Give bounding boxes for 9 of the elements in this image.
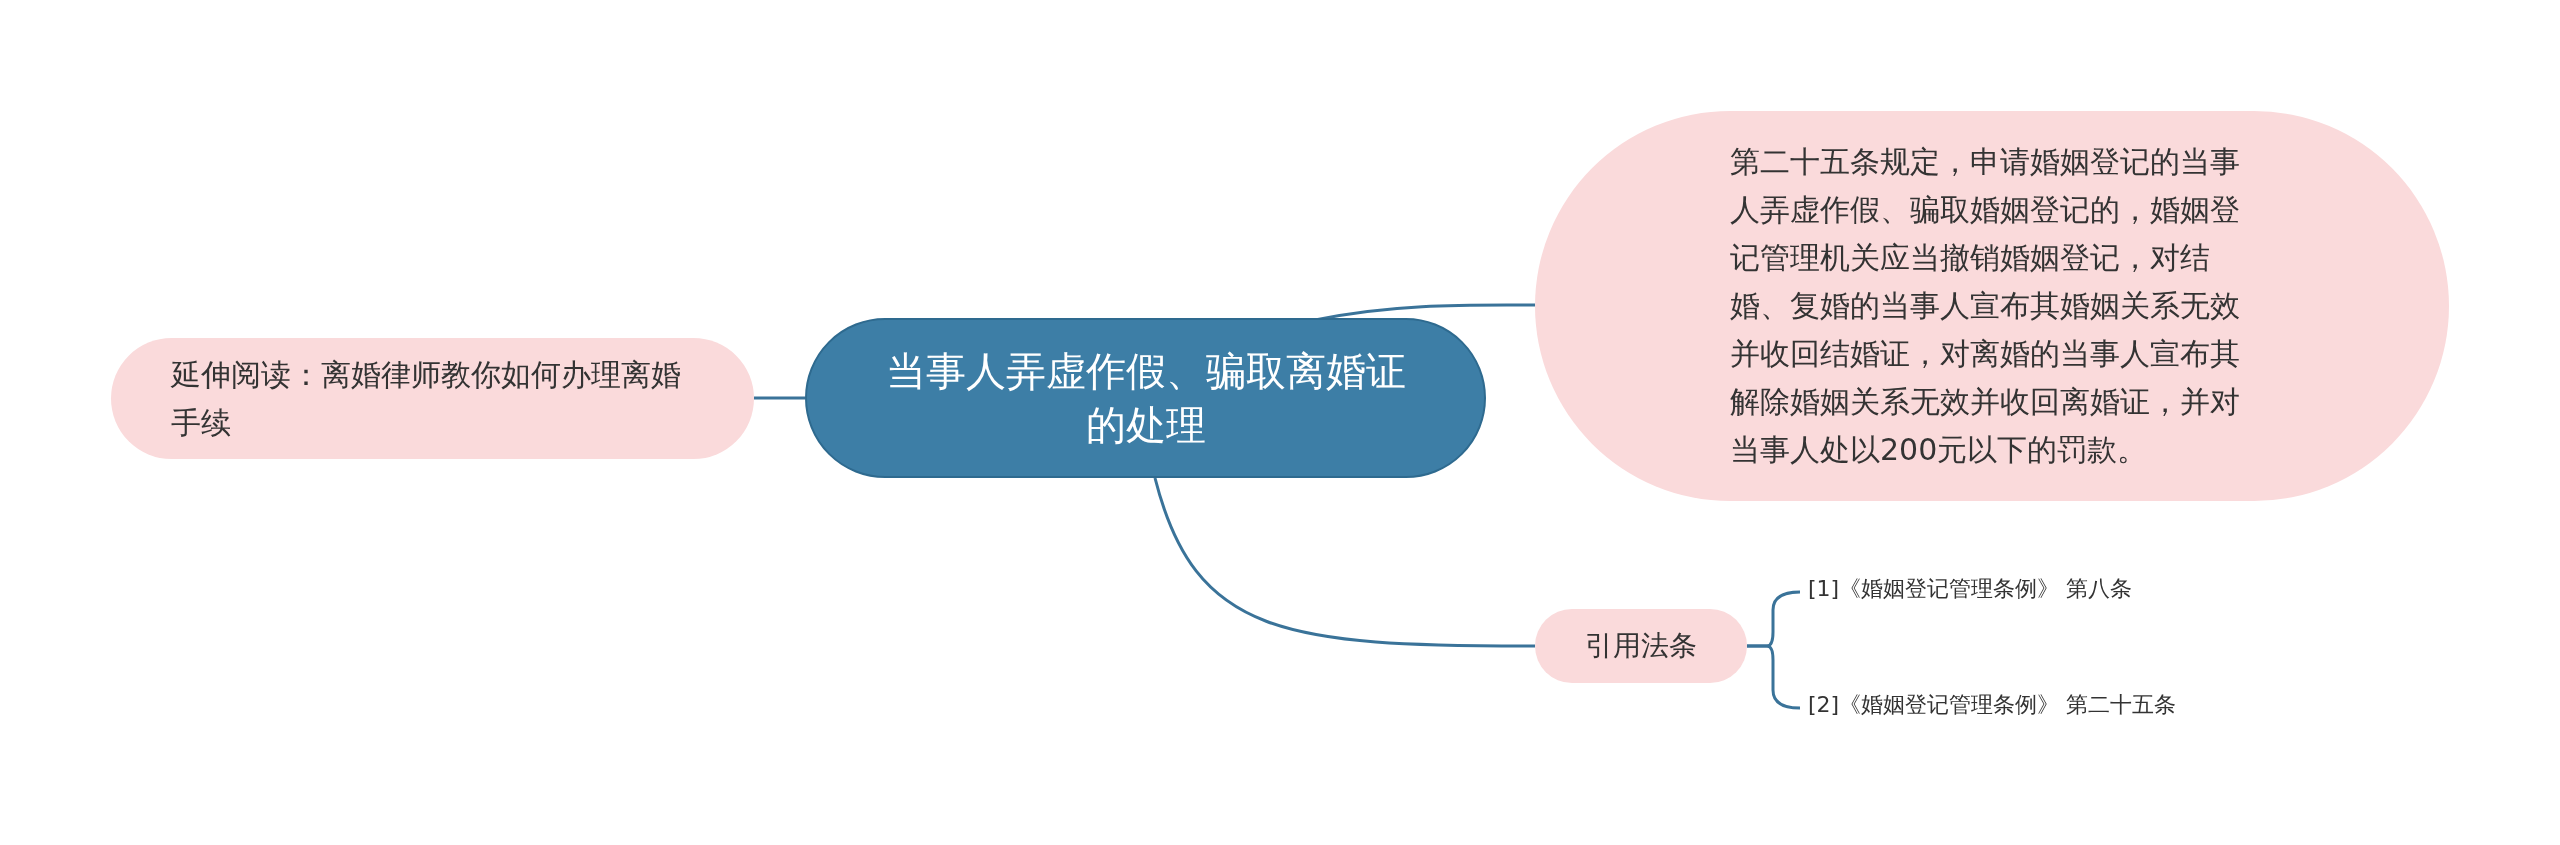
citation-text: [1]《婚姻登记管理条例》 第八条 <box>1808 574 2133 603</box>
citation-text: [2]《婚姻登记管理条例》 第二十五条 <box>1808 690 2177 719</box>
topic-text: 引用法条 <box>1585 627 1697 664</box>
topic-text: 第二十五条规定，申请婚姻登记的当事人弄虚作假、骗取婚姻登记的，婚姻登记管理机关应当撤销婚姻登记，对结婚、复婚的当事人宣布其婚姻关系无效并收回结婚证，对离婚的当事人宣布其解除婚姻关系无效并收回离婚证，并对当事人处以200元以下的罚款。 <box>1730 143 2241 469</box>
branch-line <box>1153 477 1535 648</box>
brace-connector <box>1747 644 1801 710</box>
topic-title: 当事人弄虚作假、骗取离婚证的处理 <box>884 347 1407 450</box>
topic-text: 延伸阅读：离婚律师教你如何办理离婚手续 <box>171 355 682 442</box>
branch-line <box>754 396 805 400</box>
